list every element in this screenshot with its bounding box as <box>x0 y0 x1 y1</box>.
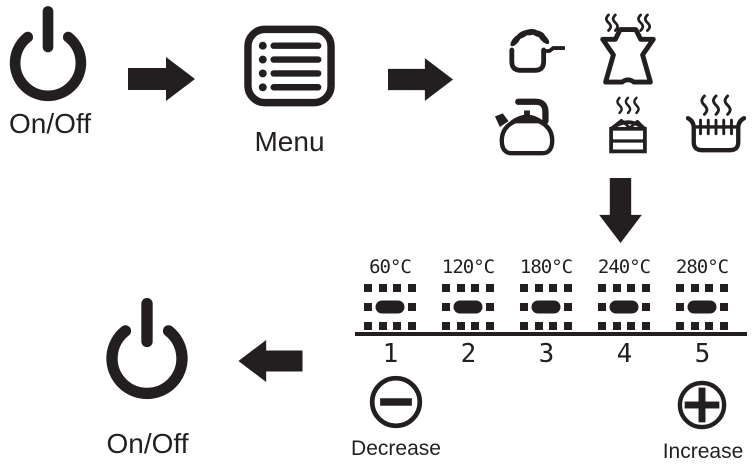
temp-label-1: 60°C <box>369 256 412 278</box>
heat-level-indicator-icon <box>676 284 728 330</box>
arrow-down-icon <box>598 178 643 244</box>
power-icon[interactable] <box>103 298 191 402</box>
level-number-1: 1 <box>382 339 399 369</box>
hot-pot-stove-icon[interactable] <box>598 12 658 86</box>
power-off-label: On/Off <box>106 428 189 459</box>
arrow-left-icon <box>237 339 303 383</box>
decrease-label: Decrease <box>351 437 441 460</box>
menu-label: Menu <box>254 126 325 157</box>
heat-level-indicator-icon <box>520 284 572 330</box>
arrow-right-icon <box>388 57 454 102</box>
steamed-cake-icon[interactable] <box>603 95 653 157</box>
level-number-5: 5 <box>694 339 711 369</box>
minus-icon[interactable] <box>368 374 424 430</box>
increase-label: Increase <box>662 440 744 463</box>
plus-icon[interactable] <box>676 379 728 431</box>
arrow-right-icon <box>128 56 196 102</box>
level-number-2: 2 <box>460 339 477 369</box>
kettle-icon[interactable] <box>494 94 560 160</box>
boiling-pot-icon[interactable] <box>686 93 746 157</box>
level-number-3: 3 <box>538 339 555 369</box>
temp-label-4: 240°C <box>597 256 651 278</box>
menu-icon[interactable] <box>243 24 336 108</box>
heat-level-indicator-icon <box>598 284 650 330</box>
temp-label-2: 120°C <box>441 256 495 278</box>
heat-level-indicator-icon <box>442 284 494 330</box>
scale-divider-line <box>355 332 747 336</box>
stir-fry-pan-icon[interactable] <box>503 24 565 78</box>
power-icon[interactable] <box>8 4 88 106</box>
temp-label-3: 180°C <box>519 256 573 278</box>
heat-level-indicator-icon <box>364 284 416 330</box>
power-on-label: On/Off <box>9 108 91 139</box>
level-number-4: 4 <box>616 339 633 369</box>
temp-label-5: 280°C <box>675 256 729 278</box>
